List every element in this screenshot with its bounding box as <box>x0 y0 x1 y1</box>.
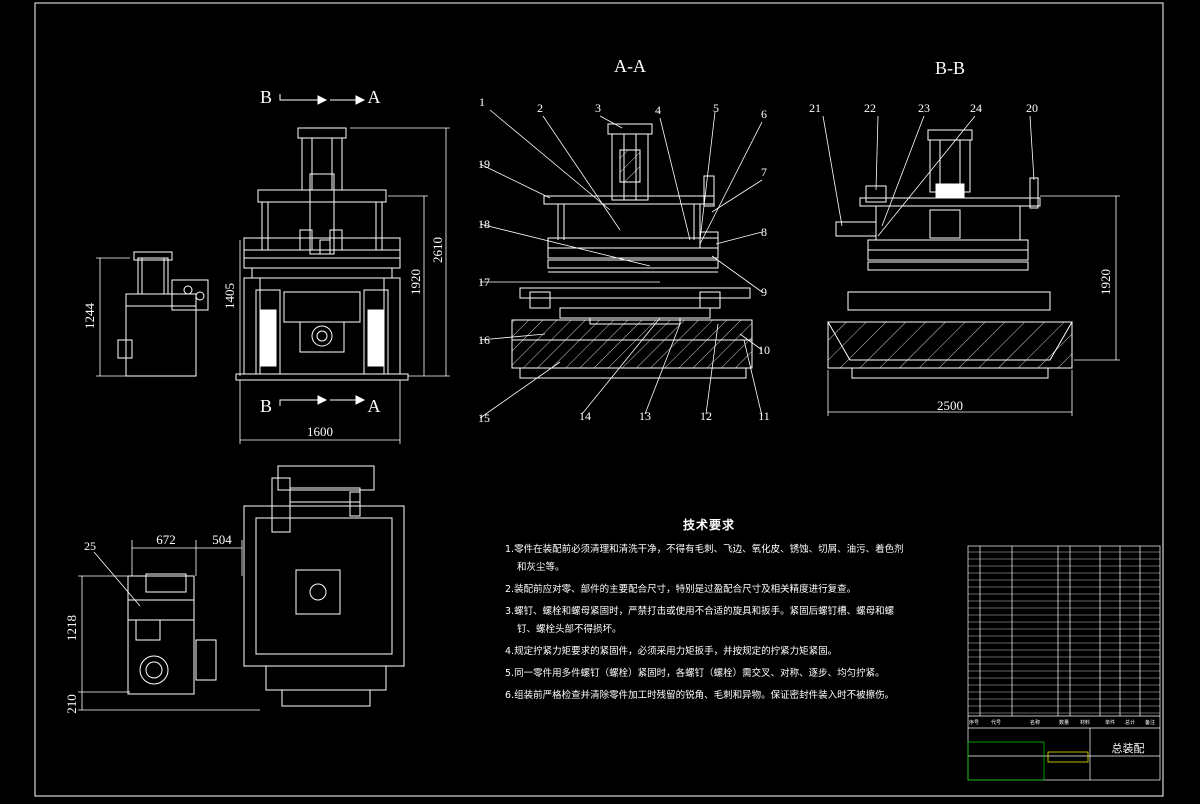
cut-label-b-top: B <box>260 87 272 107</box>
balloon-25: 25 <box>84 539 96 553</box>
balloon-9: 9 <box>761 285 767 299</box>
balloon-16: 16 <box>478 333 490 347</box>
balloon-15: 15 <box>478 411 490 425</box>
balloon-21: 21 <box>809 101 821 115</box>
technical-requirement-line: 和灰尘等。 <box>517 562 565 573</box>
balloon-18: 18 <box>478 217 490 231</box>
dim-210: 210 <box>64 694 79 714</box>
technical-requirement-line: 钉、螺栓头部不得损坏。 <box>517 624 622 635</box>
cut-label-b-bottom: B <box>260 396 272 416</box>
title-block-header-cell: 数量 <box>1059 719 1069 726</box>
balloon-11: 11 <box>758 409 770 423</box>
hydraulic-station-plan <box>127 573 217 695</box>
dim-672: 672 <box>156 532 176 547</box>
title-block-header-cell: 单件 <box>1105 719 1115 726</box>
balloon-19: 19 <box>478 157 490 171</box>
balloon-6: 6 <box>761 107 767 121</box>
balloon-24: 24 <box>970 101 982 115</box>
balloon-7: 7 <box>761 165 767 179</box>
technical-requirements: 技术要求 1.零件在装配前必须清理和清洗干净，不得有毛刺、飞边、氧化皮、锈蚀、切… <box>505 512 925 712</box>
front-dims <box>96 127 450 444</box>
cut-label-a-top: A <box>368 87 381 107</box>
balloon-12: 12 <box>700 409 712 423</box>
balloon-5: 5 <box>713 101 719 115</box>
dim-2610: 2610 <box>430 237 445 263</box>
title-block <box>967 545 1161 781</box>
hydraulic-unit-front <box>117 251 209 377</box>
title-block-header-cell: 序号 <box>969 719 979 726</box>
title-block-header-cell: 材料 <box>1080 719 1090 726</box>
dim-1600: 1600 <box>307 424 333 439</box>
balloon-3: 3 <box>595 101 601 115</box>
bottom-left-dims <box>78 540 260 711</box>
section-aa-view <box>511 123 753 379</box>
dim-1244: 1244 <box>82 303 97 330</box>
balloon-2: 2 <box>537 101 543 115</box>
drawing-title: 总装配 <box>1112 741 1145 755</box>
sheet-border <box>34 2 1164 797</box>
dim-1218: 1218 <box>64 615 79 641</box>
title-block-rows: 序号 代号 名称 数量 材料 单件 总计 备注 <box>968 551 1160 726</box>
title-block-header-cell: 名称 <box>1030 719 1040 726</box>
title-block-header-cell: 备注 <box>1145 719 1155 726</box>
technical-requirement-line: 5.同一零件用多件螺钉（螺栓）紧固时，各螺钉（螺栓）需交叉、对称、逐步、均匀拧紧… <box>505 668 885 679</box>
title-block-header-cell: 总计 <box>1125 719 1135 726</box>
technical-requirement-line: 3.螺钉、螺栓和螺母紧固时，严禁打击或使用不合适的旋具和扳手。紧固后螺钉槽、螺母… <box>505 606 895 617</box>
cut-label-a-bottom: A <box>368 396 381 416</box>
dim-1405: 1405 <box>222 283 237 309</box>
technical-requirement-line: 4.规定拧紧力矩要求的紧固件，必须采用力矩扳手，并按规定的拧紧力矩紧固。 <box>505 646 838 657</box>
aa-leaders <box>479 109 763 419</box>
balloon-13: 13 <box>639 409 651 423</box>
top-view <box>243 465 405 707</box>
dim-2500: 2500 <box>937 398 963 413</box>
technical-requirement-line: 2.装配前应对零、部件的主要配合尺寸，特别是过盈配合尺寸及相关精度进行复查。 <box>505 584 857 595</box>
balloon-20: 20 <box>1026 101 1038 115</box>
title-block-header-cell: 代号 <box>991 719 1001 726</box>
balloon-23: 23 <box>918 101 930 115</box>
balloon-14: 14 <box>579 409 591 423</box>
bb-leaders <box>822 115 1120 416</box>
balloon-4: 4 <box>655 103 661 117</box>
technical-requirement-line: 1.零件在装配前必须清理和清洗干净，不得有毛刺、飞边、氧化皮、锈蚀、切屑、油污、… <box>505 544 904 555</box>
dim-1920-bb: 1920 <box>1098 269 1113 295</box>
dim-1920-front: 1920 <box>408 269 423 295</box>
balloon-17: 17 <box>478 275 490 289</box>
technical-requirements-title: 技术要求 <box>683 518 736 532</box>
dim-504: 504 <box>212 532 232 547</box>
section-bb-view <box>827 129 1073 379</box>
signature-box <box>967 741 1045 781</box>
cut-markers <box>279 94 366 406</box>
technical-requirement-line: 6.组装前严格检查并清除零件加工时残留的锐角、毛刺和异物。保证密封件装入时不被擦… <box>505 690 895 701</box>
section-bb-title: B-B <box>935 58 965 78</box>
balloon-22: 22 <box>864 101 876 115</box>
front-view <box>235 127 409 381</box>
balloon-10: 10 <box>758 343 770 357</box>
balloon-1: 1 <box>479 95 485 109</box>
balloon-8: 8 <box>761 225 767 239</box>
section-aa-title: A-A <box>614 56 646 76</box>
scale-box <box>1047 751 1089 763</box>
